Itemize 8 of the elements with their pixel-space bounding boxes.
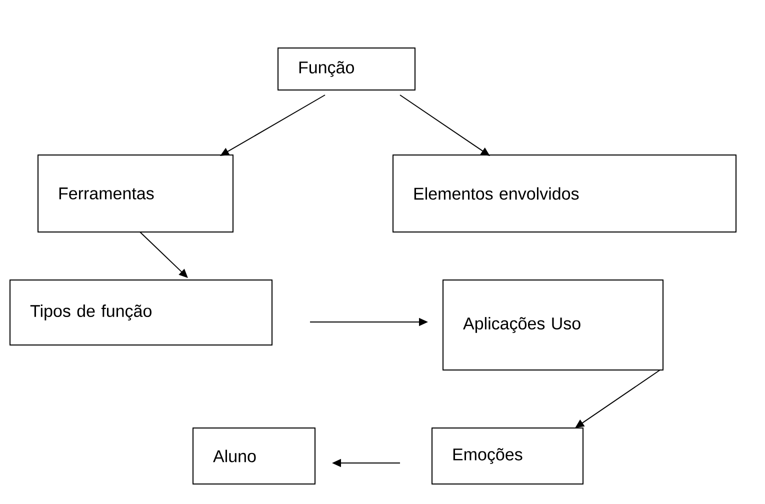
text-box: Aplicações Uso bbox=[442, 280, 664, 370]
text-box: Aluno bbox=[192, 428, 316, 484]
text-box: Emoções bbox=[432, 428, 584, 484]
text-box: Tipos de função bbox=[10, 280, 272, 346]
text-box: Elementos envolvidos bbox=[392, 154, 736, 232]
text-box: Ferramentas bbox=[38, 154, 234, 232]
arrow bbox=[140, 232, 188, 278]
text-box: Função bbox=[278, 48, 416, 90]
